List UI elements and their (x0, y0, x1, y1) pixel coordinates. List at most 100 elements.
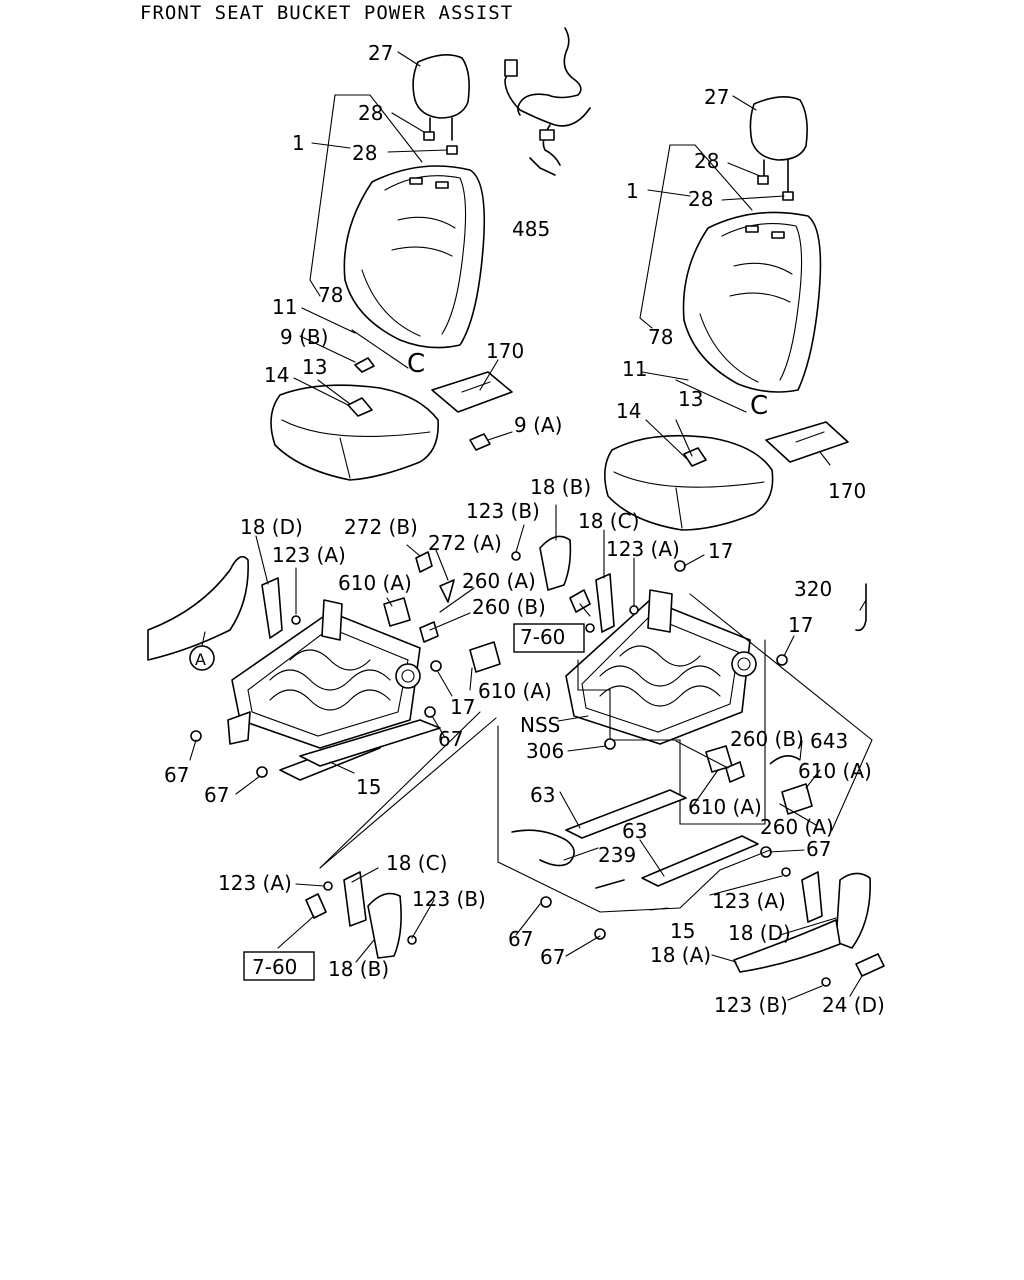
label-123a-right-low: 123 (A) (712, 889, 786, 913)
label-18b-bottom: 18 (B) (328, 957, 389, 981)
label-272a: 272 (A) (428, 531, 502, 555)
label-610a-mid: 610 (A) (478, 679, 552, 703)
label-67-left-low: 67 (204, 783, 229, 807)
right-seat-cushion (604, 434, 774, 531)
bottom-bracket-18c (343, 871, 367, 927)
label-18b-top: 18 (B) (530, 475, 591, 499)
left-trim-a (147, 555, 249, 661)
label-123a-bottom: 123 (A) (218, 871, 292, 895)
label-14-left: 14 (264, 363, 289, 387)
left-headrest (412, 54, 470, 155)
clip-c-left: C (407, 349, 425, 379)
left-clip-9b (354, 357, 375, 373)
label-67-mid: 67 (438, 727, 463, 751)
label-nss: NSS (520, 713, 560, 737)
clip-c-right: C (750, 391, 768, 421)
label-123a-left: 123 (A) (272, 543, 346, 567)
right-group-box (577, 639, 766, 825)
left-cover-610a2 (469, 641, 501, 673)
label-67-right-bottom: 67 (540, 945, 565, 969)
label-643: 643 (810, 729, 848, 753)
label-18d-right: 18 (D) (728, 921, 791, 945)
left-knob-760 (569, 589, 591, 613)
label-a: A (195, 650, 206, 669)
label-17-top: 17 (708, 539, 733, 563)
label-123a-top-right: 123 (A) (606, 537, 680, 561)
label-14-right: 14 (616, 399, 641, 423)
label-18c-bottom: 18 (C) (386, 851, 447, 875)
label-24d: 24 (D) (822, 993, 885, 1017)
label-1-right: 1 (626, 179, 639, 203)
label-306: 306 (526, 739, 564, 763)
label-7-60-top: 7-60 (520, 625, 565, 649)
label-11-left: 11 (272, 295, 297, 319)
left-bracket-18d (261, 577, 283, 639)
label-67-right-low: 67 (508, 927, 533, 951)
label-28-right: 28 (688, 187, 713, 211)
label-320: 320 (794, 577, 832, 601)
label-27-right: 27 (704, 85, 729, 109)
label-260b-left: 260 (B) (472, 595, 546, 619)
label-260b-right: 260 (B) (730, 727, 804, 751)
label-610a-right: 610 (A) (798, 759, 872, 783)
right-rails (511, 789, 759, 889)
part-320 (855, 583, 867, 632)
ref-box-7-60-bottom (243, 951, 315, 981)
label-123b-top: 123 (B) (466, 499, 540, 523)
label-67-left: 67 (164, 763, 189, 787)
label-485: 485 (512, 217, 550, 241)
label-78-left: 78 (318, 283, 343, 307)
right-clip-260b (725, 761, 745, 783)
left-bracket-18b (539, 535, 572, 591)
label-28-right-top: 28 (694, 149, 719, 173)
right-seat-frame (565, 589, 757, 745)
label-610a-left: 610 (A) (338, 571, 412, 595)
right-trim-18a (733, 919, 841, 973)
left-pad-170 (431, 371, 513, 413)
right-headrest (749, 96, 808, 201)
label-18c-top: 18 (C) (578, 509, 639, 533)
left-cover-610a (383, 597, 411, 627)
label-11-right: 11 (622, 357, 647, 381)
right-clip-643 (769, 755, 801, 765)
wire-harness (504, 27, 591, 176)
label-15-right: 15 (670, 919, 695, 943)
label-18a: 18 (A) (650, 943, 711, 967)
ref-box-7-60-top (513, 623, 585, 653)
diagram-title: FRONT SEAT BUCKET POWER ASSIST (140, 2, 514, 24)
label-260a-right: 260 (A) (760, 815, 834, 839)
label-1-left: 1 (292, 131, 305, 155)
label-27-left: 27 (368, 41, 393, 65)
label-17-right: 17 (788, 613, 813, 637)
left-clip-260a (439, 579, 455, 603)
label-78-right: 78 (648, 325, 673, 349)
right-bracket-18d (835, 872, 871, 949)
label-15-left: 15 (356, 775, 381, 799)
label-13-right: 13 (678, 387, 703, 411)
label-63-low: 63 (622, 819, 647, 843)
left-bracket-18c (595, 573, 615, 633)
left-seat-cushion (270, 384, 439, 481)
right-knob-24d (855, 953, 885, 977)
leader-lines (189, 51, 873, 1001)
label-17-mid: 17 (450, 695, 475, 719)
label-9b: 9 (B) (280, 325, 328, 349)
label-170-right: 170 (828, 479, 866, 503)
label-63-top: 63 (530, 783, 555, 807)
bottom-bracket-18b (367, 892, 402, 959)
right-bracket-123a (801, 871, 823, 923)
label-123b-right: 123 (B) (714, 993, 788, 1017)
bottom-knob-760 (305, 893, 327, 919)
left-rail-15 (279, 719, 441, 781)
left-seat-back (343, 165, 486, 349)
right-cover-610a2 (781, 783, 813, 815)
label-9a: 9 (A) (514, 413, 562, 437)
right-pad-170 (765, 421, 849, 463)
label-18d-left: 18 (D) (240, 515, 303, 539)
label-123b-bottom: 123 (B) (412, 887, 486, 911)
label-610a-right-low: 610 (A) (688, 795, 762, 819)
label-239: 239 (598, 843, 636, 867)
left-clip-272b (415, 551, 433, 573)
label-13-left: 13 (302, 355, 327, 379)
